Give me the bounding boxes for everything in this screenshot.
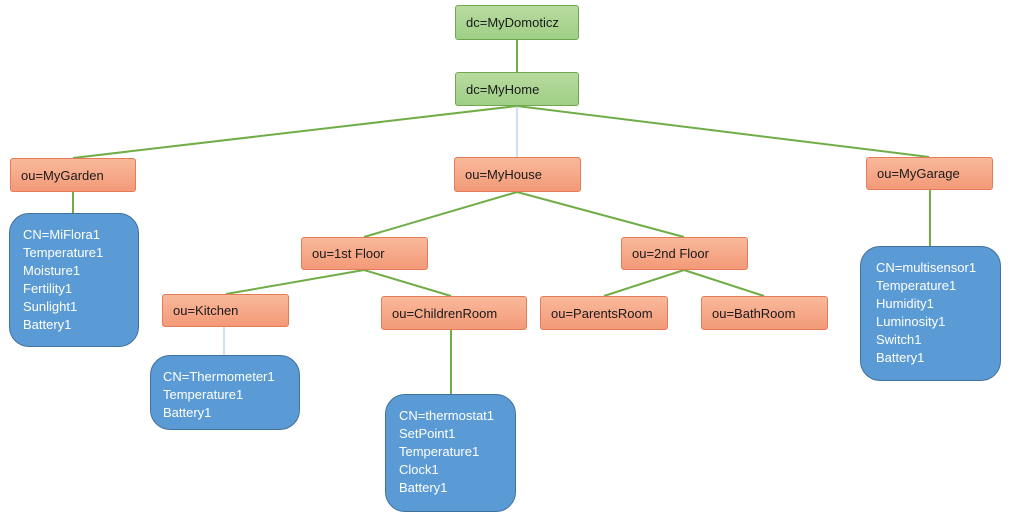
link-floor1-children <box>363 269 452 297</box>
device-attribute: Sunlight1 <box>23 299 78 314</box>
device-attribute: CN=multisensor1 <box>876 260 977 275</box>
device-attribute: Luminosity1 <box>876 314 946 329</box>
link-home-garage <box>516 105 930 158</box>
device-attribute: Moisture1 <box>23 263 81 278</box>
device-attribute: Temperature1 <box>876 278 957 293</box>
node-ou-parentsroom: ou=ParentsRoom <box>540 296 668 330</box>
node-ou-myhouse: ou=MyHouse <box>454 157 581 192</box>
device-box-thermometer: CN=Thermometer1 Temperature1 Battery1 <box>150 355 300 430</box>
device-attribute: CN=Thermometer1 <box>163 369 275 384</box>
node-ou-childrenroom: ou=ChildrenRoom <box>381 296 527 330</box>
node-dc-mydomoticz: dc=MyDomoticz <box>455 5 579 40</box>
link-home-garden <box>72 105 518 159</box>
node-ou-2nd-floor: ou=2nd Floor <box>621 237 748 270</box>
link-floor1-kitchen <box>225 269 365 295</box>
node-ou-bathroom: ou=BathRoom <box>701 296 828 330</box>
device-attribute: Clock1 <box>399 462 439 477</box>
node-ou-kitchen: ou=Kitchen <box>162 294 289 327</box>
node-ou-1st-floor: ou=1st Floor <box>301 237 428 270</box>
device-attribute: SetPoint1 <box>399 426 456 441</box>
node-dc-myhome: dc=MyHome <box>455 72 579 106</box>
node-ou-mygarage: ou=MyGarage <box>866 157 993 190</box>
device-attribute: Humidity1 <box>876 296 934 311</box>
device-box-miflora: CN=MiFlora1 Temperature1 Moisture1 Ferti… <box>9 213 139 347</box>
device-attribute: Temperature1 <box>163 387 244 402</box>
device-attribute: Battery1 <box>163 405 212 420</box>
device-attribute: Switch1 <box>876 332 922 347</box>
device-attribute: Temperature1 <box>23 245 104 260</box>
device-attribute: Battery1 <box>876 350 925 365</box>
link-house-floor1 <box>363 191 518 238</box>
device-attribute: Battery1 <box>399 480 448 495</box>
device-attribute: CN=MiFlora1 <box>23 227 100 242</box>
link-floor2-parents <box>603 269 685 297</box>
link-floor2-bath <box>683 269 765 297</box>
node-ou-mygarden: ou=MyGarden <box>10 158 136 192</box>
device-attribute: Temperature1 <box>399 444 480 459</box>
device-attribute: Battery1 <box>23 317 72 332</box>
device-attribute: Fertility1 <box>23 281 73 296</box>
device-box-thermostat: CN=thermostat1 SetPoint1 Temperature1 Cl… <box>385 394 516 512</box>
device-box-multisensor: CN=multisensor1 Temperature1 Humidity1 L… <box>860 246 1001 381</box>
link-house-floor2 <box>516 191 685 238</box>
device-attribute: CN=thermostat1 <box>399 408 495 423</box>
